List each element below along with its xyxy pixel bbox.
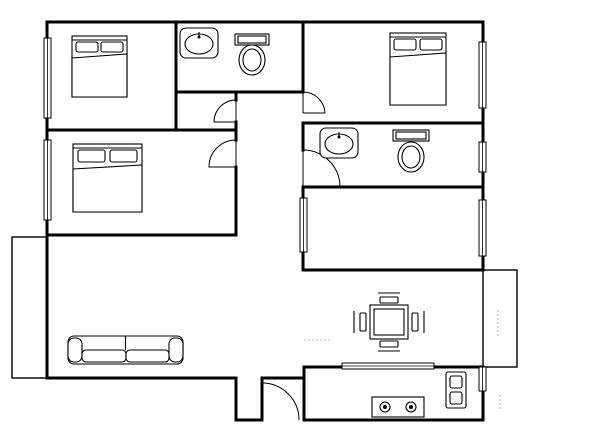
window-icon	[478, 366, 487, 392]
sink-icon	[319, 127, 359, 159]
kitchen-sink-icon	[445, 371, 467, 409]
window-icon	[43, 37, 52, 119]
guide-lines	[304, 310, 501, 410]
toilet-icon	[234, 33, 270, 76]
balcony-left	[11, 236, 48, 379]
bed-icon	[71, 35, 128, 98]
door-icon	[261, 382, 300, 421]
door-icon	[302, 149, 341, 188]
window-icon	[478, 199, 487, 257]
windows	[43, 37, 487, 392]
window-icon	[299, 197, 308, 253]
balconies	[11, 236, 518, 379]
door-icon	[302, 91, 326, 114]
window-icon	[43, 139, 52, 221]
sofa-icon	[67, 335, 184, 365]
window-icon	[478, 141, 487, 173]
window-icon	[341, 362, 435, 370]
window-icon	[478, 41, 487, 109]
dining-table-icon	[353, 292, 425, 352]
doors	[208, 91, 341, 421]
door-icon	[213, 99, 237, 123]
bed-icon	[72, 143, 143, 213]
bed-icon	[389, 32, 447, 106]
door-icon	[208, 139, 237, 168]
stove-icon	[371, 396, 425, 418]
balcony-right	[482, 269, 518, 368]
sink-icon	[179, 27, 219, 59]
toilet-icon	[392, 129, 430, 173]
